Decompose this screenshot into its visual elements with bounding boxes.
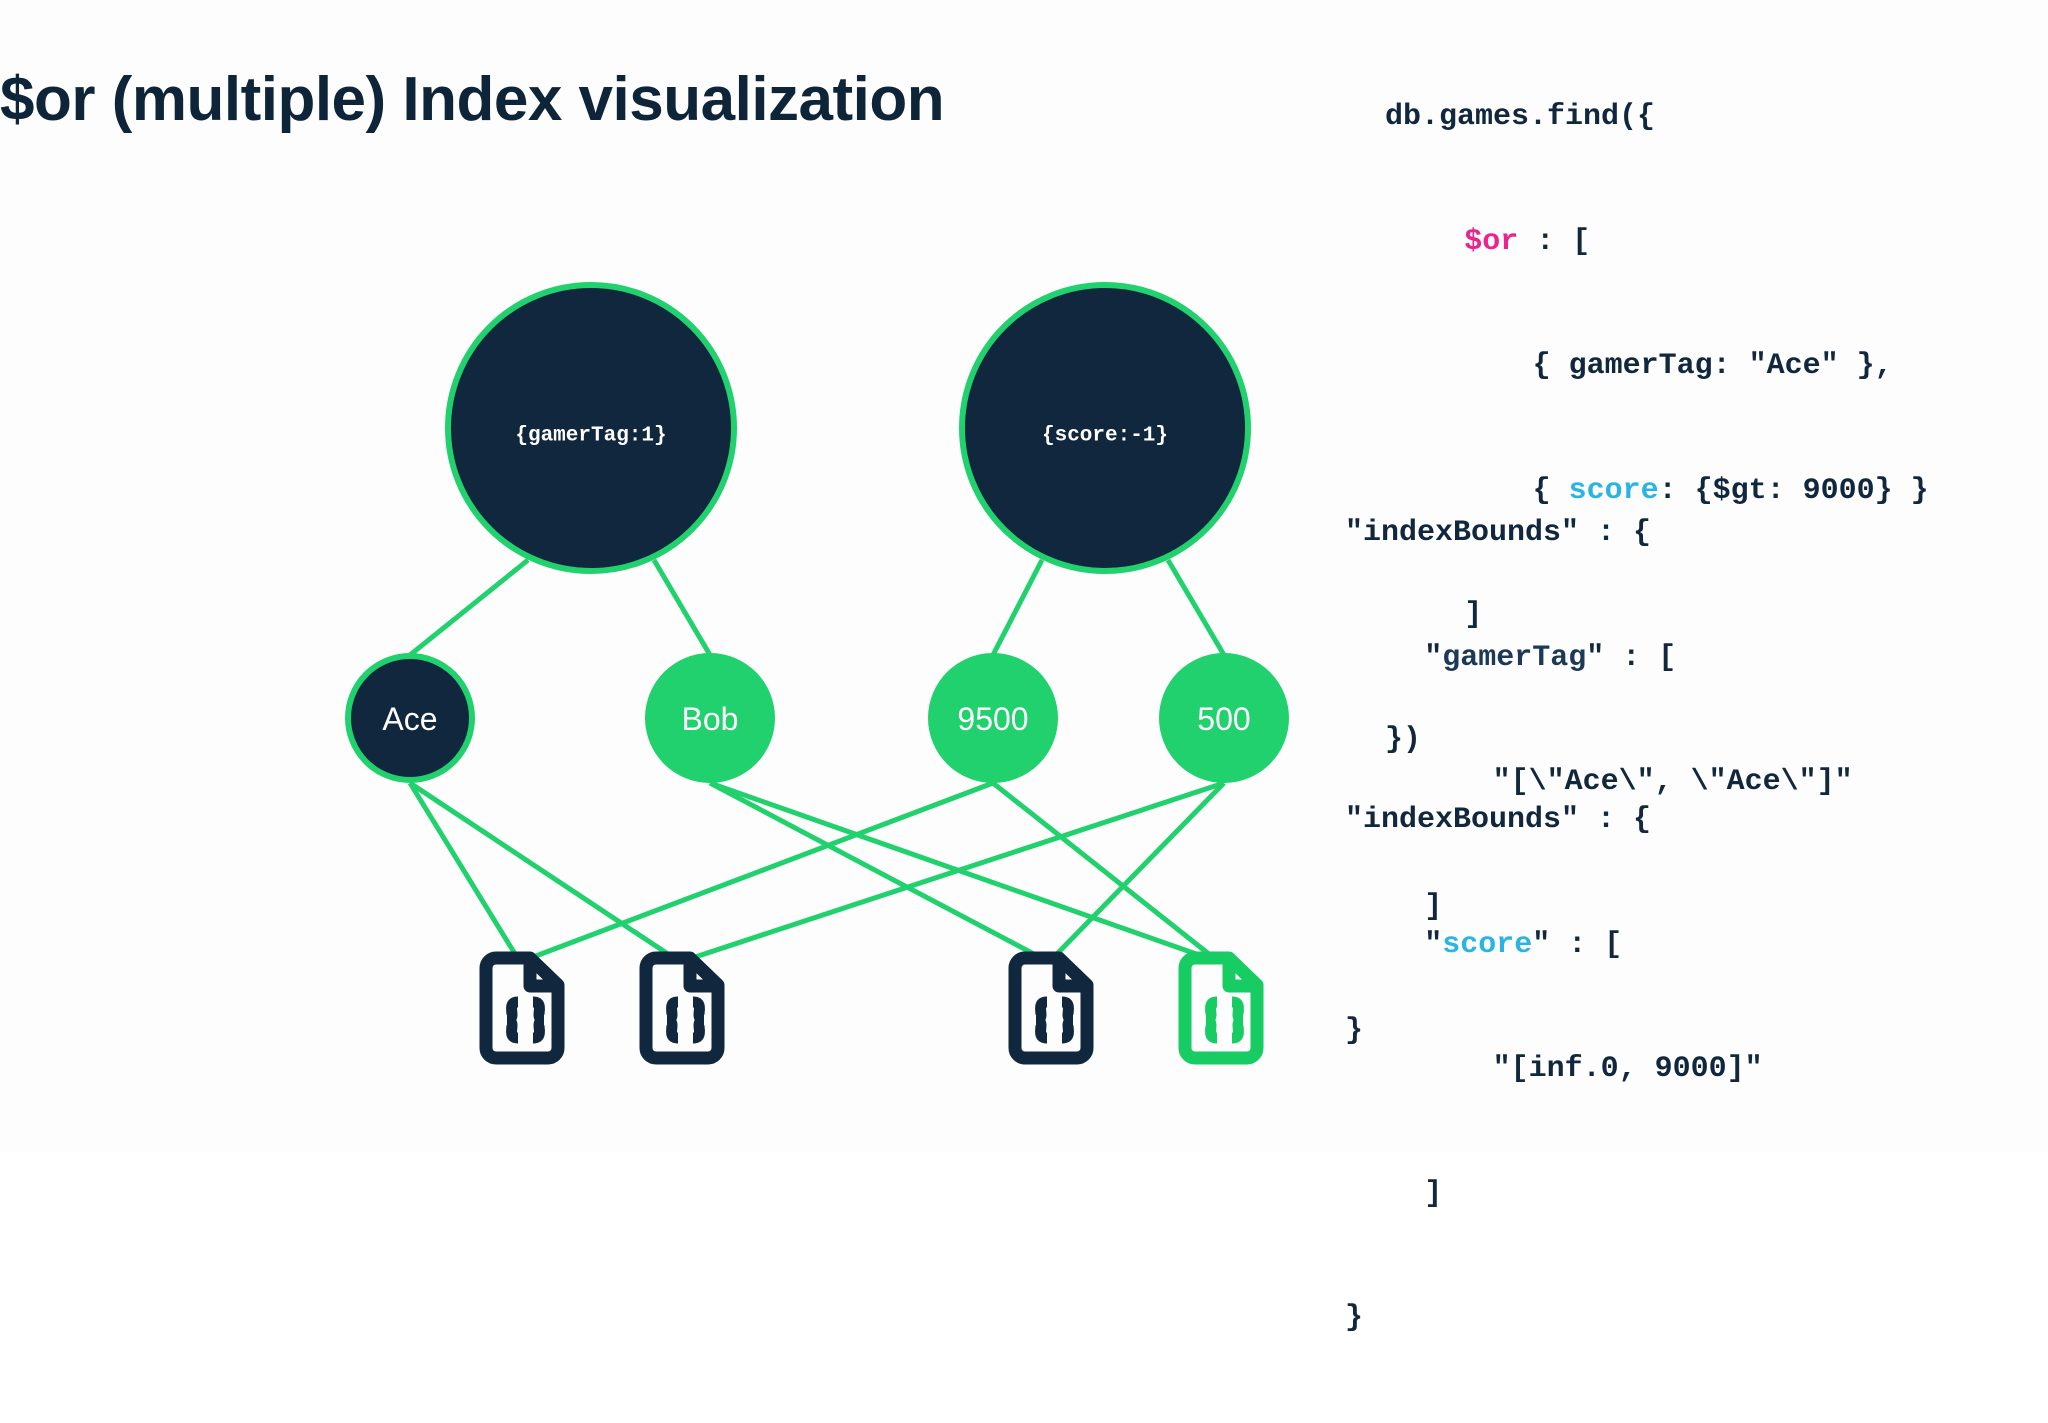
edge-group-index-to-key: [408, 558, 1227, 657]
query-line-4-pre: {: [1532, 473, 1569, 508]
bounds-two-line-4: ]: [1424, 1176, 1443, 1211]
edge-9500-to-doc4: [991, 781, 1221, 964]
document-node-1[interactable]: [486, 958, 558, 1058]
score-field-token-bounds: score: [1442, 927, 1533, 962]
query-line-1: db.games.find({: [1385, 100, 1656, 134]
query-line-6: }): [1385, 722, 1422, 757]
index-node-score-label: {score:-1}: [1042, 425, 1168, 448]
edge-9500-to-doc1: [519, 780, 994, 965]
bounds-one-quote-open: ": [1424, 640, 1443, 675]
query-line-2: $or : [: [1385, 222, 2048, 264]
bounds-two-line-1: "indexBounds" : {: [1345, 803, 1652, 837]
index-bounds-score-block: "indexBounds" : { "score" : [ "[inf.0, 9…: [1335, 717, 2048, 1423]
index-node-score-circle: [959, 282, 1251, 574]
key-node-bob-circle: [645, 653, 775, 783]
key-node-9500[interactable]: 9500: [928, 653, 1058, 783]
bounds-one-line-5: }: [1345, 1014, 1364, 1048]
query-line-2-rest: : [: [1518, 224, 1591, 259]
bounds-one-line-4: ]: [1424, 889, 1443, 924]
key-node-bob-label: Bob: [682, 701, 739, 737]
json-document-icon: [1015, 958, 1087, 1058]
index-visualization-diagram: {gamerTag:1} {score:-1} Ace Bob 9500 500: [345, 282, 1289, 1152]
edge-gamerTag-to-ace: [408, 558, 530, 657]
query-line-5: ]: [1464, 598, 1483, 632]
edge-gamerTag-to-bob: [651, 558, 713, 657]
bounds-two-line-3: "[inf.0, 9000]": [1492, 1052, 1763, 1086]
edge-ace-to-doc2: [408, 780, 682, 965]
query-line-4-rest: : {$gt: 9000} }: [1658, 473, 1929, 508]
bounds-one-line-2: "gamerTag" : [: [1345, 638, 2048, 680]
json-document-icon-highlighted: [1185, 958, 1257, 1058]
or-operator-token: $or: [1464, 224, 1519, 259]
index-node-gamerTag[interactable]: {gamerTag:1}: [445, 282, 737, 574]
key-node-ace[interactable]: Ace: [345, 653, 475, 783]
key-node-500-label: 500: [1197, 701, 1250, 737]
document-node-3[interactable]: [1015, 958, 1087, 1058]
bounds-one-line-3: "[\"Ace\", \"Ace\"]": [1492, 765, 1853, 799]
edge-score-to-500: [1165, 558, 1227, 657]
key-node-bob[interactable]: Bob: [645, 653, 775, 783]
bounds-two-line-5: }: [1345, 1301, 1364, 1335]
key-node-ace-label: Ace: [382, 701, 437, 737]
edge-score-to-9500: [990, 558, 1045, 657]
document-node-4[interactable]: [1185, 958, 1257, 1058]
index-node-gamerTag-circle: [445, 282, 737, 574]
edge-500-to-doc3: [1047, 781, 1226, 964]
query-line-4: { score: {$gt: 9000} }: [1385, 471, 2048, 513]
edge-500-to-doc2: [679, 780, 1225, 965]
bounds-two-line-2: "score" : [: [1345, 925, 2048, 967]
edge-group-key-to-document: [407, 780, 1226, 965]
query-line-3: { gamerTag: "Ace" },: [1532, 349, 1893, 383]
index-bounds-gamerTag-block: "indexBounds" : { "gamerTag" : [ "[\"Ace…: [1335, 430, 2048, 1136]
document-node-2[interactable]: [646, 958, 718, 1058]
edge-ace-to-doc1: [407, 781, 523, 964]
key-node-9500-circle: [928, 653, 1058, 783]
query-code-block: db.games.find({ $or : [ { gamerTag: "Ace…: [1335, 14, 2048, 844]
key-node-500[interactable]: 500: [1159, 653, 1289, 783]
score-field-token: score: [1568, 473, 1659, 508]
edge-bob-to-doc3: [708, 780, 1051, 965]
edge-bob-to-doc4: [709, 780, 1220, 965]
bounds-two-quote-open: ": [1424, 927, 1443, 962]
page-title: $or (multiple) Index visualization: [0, 65, 945, 134]
json-document-icon: [486, 958, 558, 1058]
index-node-gamerTag-label: {gamerTag:1}: [515, 425, 666, 448]
bounds-one-line-2-rest: " : [: [1586, 640, 1677, 675]
bounds-one-line-1: "indexBounds" : {: [1345, 516, 1652, 550]
key-node-9500-label: 9500: [957, 701, 1028, 737]
key-node-ace-circle: [345, 653, 475, 783]
index-node-score[interactable]: {score:-1}: [959, 282, 1251, 574]
json-document-icon: [646, 958, 718, 1058]
gamerTag-field-token: gamerTag: [1442, 640, 1587, 675]
key-node-500-circle: [1159, 653, 1289, 783]
code-panel: db.games.find({ $or : [ { gamerTag: "Ace…: [1335, 0, 2048, 1335]
bounds-two-line-2-rest: " : [: [1532, 927, 1623, 962]
